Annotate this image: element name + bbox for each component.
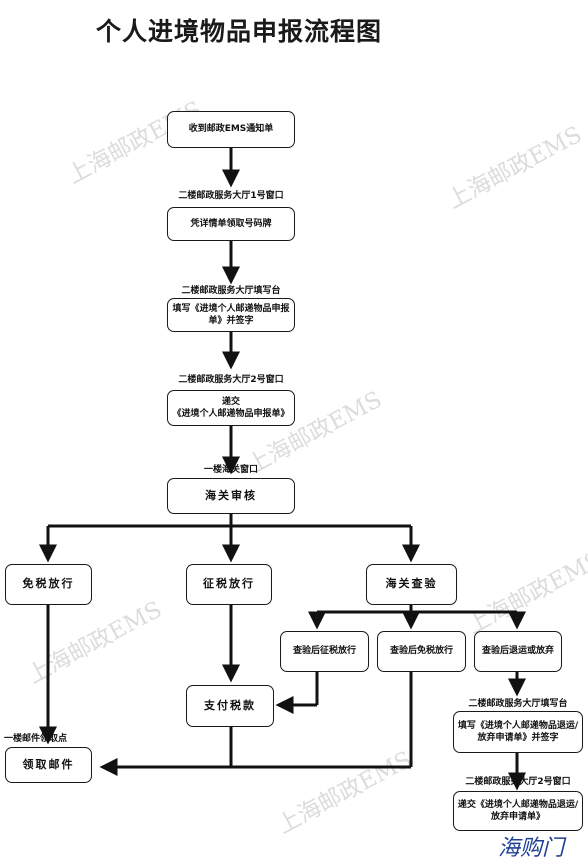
collect-mail-box: 领取邮件: [5, 747, 92, 783]
fill-return-form-box: 填写《进境个人邮递物品退运/放弃申请单》并签字: [453, 711, 583, 753]
inspect-free-release-box: 查验后免税放行: [377, 631, 466, 672]
location-customs-window: 一楼海关窗口: [203, 465, 259, 475]
tax-free-release-box: 免税放行: [5, 564, 92, 605]
inspect-return-box: 查验后退运或放弃: [474, 631, 562, 672]
submit-form-box: 递交 《进境个人邮递物品申报单》: [167, 390, 295, 426]
get-number-box: 凭详情单领取号码牌: [167, 207, 295, 241]
location-window1: 二楼邮政服务大厅1号窗口: [178, 191, 284, 201]
location-pickup-point: 一楼邮件领取点: [4, 734, 68, 744]
pay-tax-box: 支付税款: [186, 685, 274, 727]
location-fill-desk: 二楼邮政服务大厅填写台: [181, 286, 281, 296]
submit-label: 递交: [221, 396, 240, 407]
customs-review-box: 海关审核: [167, 478, 295, 514]
location-fill-desk-right: 二楼邮政服务大厅填写台: [468, 699, 568, 709]
customs-inspect-box: 海关查验: [366, 564, 457, 605]
page-title: 个人进境物品申报流程图: [96, 17, 383, 46]
inspect-tax-release-box: 查验后征税放行: [280, 631, 369, 672]
submit-return-form-box: 递交《进境个人邮递物品退运/放弃申请单》: [453, 791, 583, 831]
submit-form-label: 《进境个人邮递物品申报单》: [172, 409, 290, 419]
fill-form-box: 填写《进境个人邮递物品申报单》并签字: [167, 298, 295, 332]
receive-notice-box: 收到邮政EMS通知单: [167, 111, 295, 148]
location-window2: 二楼邮政服务大厅2号窗口: [178, 375, 284, 385]
tax-release-box: 征税放行: [186, 564, 272, 605]
location-window2-right: 二楼邮政服务大厅2号窗口: [465, 777, 571, 787]
brand-logo: 海购门: [498, 836, 565, 861]
